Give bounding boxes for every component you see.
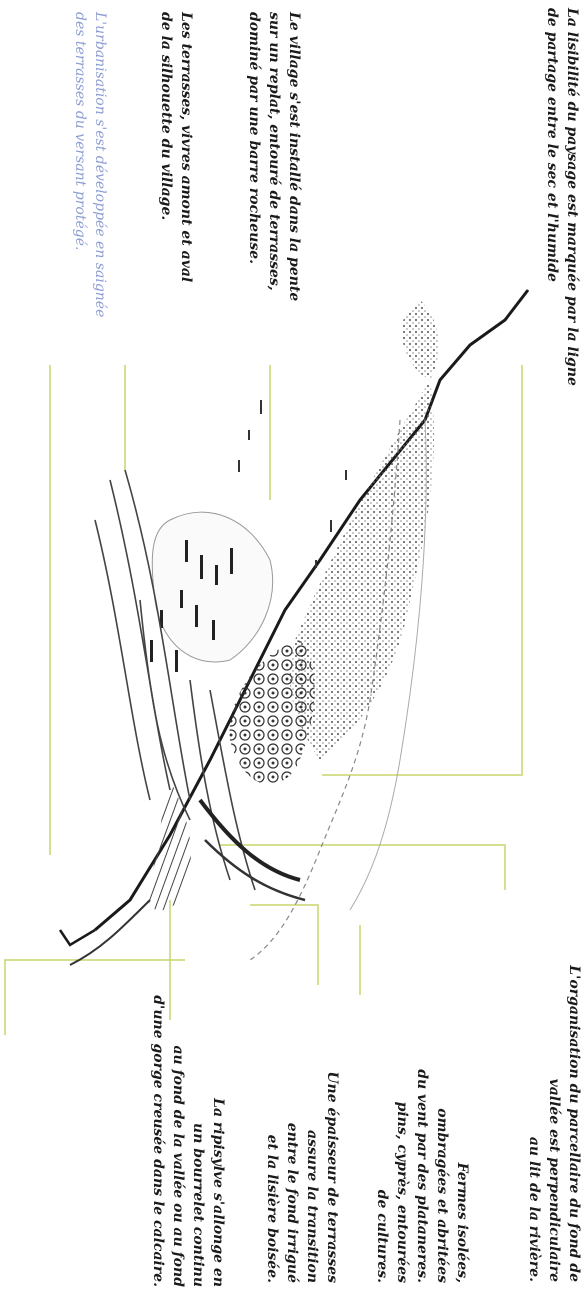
annotation-isolated-farms: Fermes isolées, ombragées et abritées du… (372, 975, 472, 1283)
annotation-terrace-thickness: Une épaisseur de terrasses assure la tra… (262, 985, 342, 1283)
annotation-riparian: La ripisylve s'allonge en un bourrelet c… (148, 915, 228, 1287)
annotation-faded-note: L'urbanisation s'est développée en saign… (70, 12, 110, 372)
annotation-valley-parcels: L'organisation du parcellaire du fond de… (524, 852, 584, 1282)
annotation-terraces-silhouette: Les terrasses, vivres amont et aval de l… (156, 12, 196, 372)
leader-line-terrace-thickness (250, 905, 318, 985)
ridge-line (60, 290, 528, 945)
annotation-village-slope: Le village s'est installé dans la pente … (244, 12, 304, 372)
annotation-aridity-line: La lisibilité du paysage est marquée par… (542, 8, 582, 428)
village (150, 512, 273, 672)
tree-cluster (230, 640, 315, 784)
upper-wooded-area (402, 300, 439, 380)
